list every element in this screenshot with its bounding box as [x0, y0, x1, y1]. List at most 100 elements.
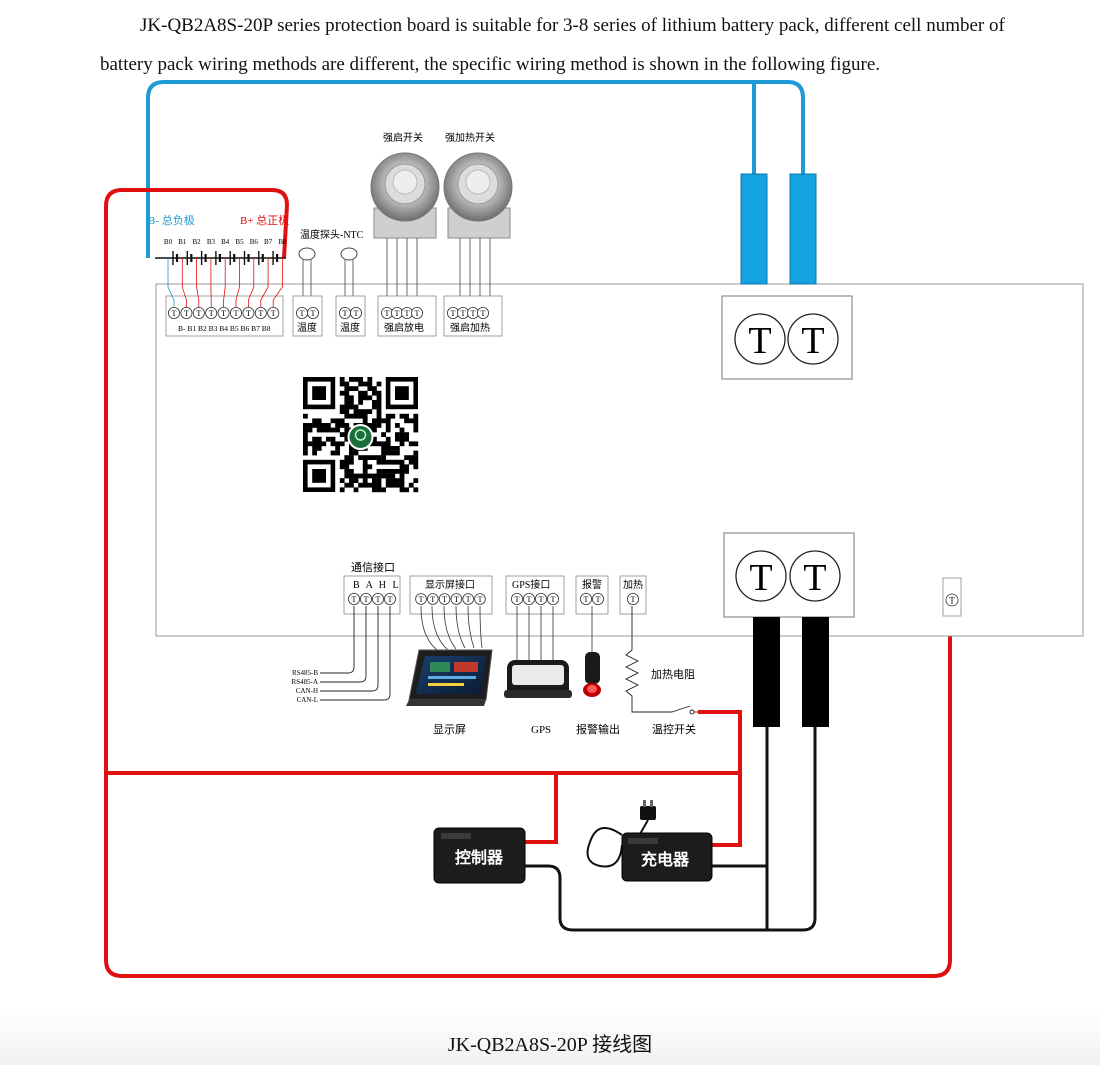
terminal-screw: T — [476, 306, 489, 319]
terminal-screw: T — [462, 593, 475, 605]
terminal-screw: T — [510, 593, 523, 606]
svg-text:T: T — [539, 595, 544, 604]
alarm-device: 报警输出 — [576, 606, 620, 736]
gps-port-title: GPS接口 — [512, 578, 550, 591]
svg-text:T: T — [515, 595, 520, 604]
svg-text:T: T — [949, 596, 955, 606]
svg-text:T: T — [376, 595, 381, 604]
heating-resistor-label: 加热电阻 — [651, 668, 695, 681]
force-start-switch: 强启开关 — [370, 131, 440, 298]
battery-positive-label: B+ 总正极 — [240, 213, 289, 227]
terminal-screw: T — [306, 306, 319, 319]
svg-text:T: T — [551, 595, 556, 604]
load-bus-bar-1 — [753, 617, 780, 727]
terminal-glyph: T — [803, 557, 826, 599]
force-heat-switch-label: 强加热开关 — [445, 131, 495, 144]
svg-text:T: T — [352, 595, 357, 604]
terminal-screw: T — [446, 306, 459, 319]
svg-text:T: T — [454, 595, 459, 604]
blue-negative-wire — [146, 80, 805, 258]
svg-text:T: T — [258, 309, 263, 318]
terminal-screw: T — [438, 593, 451, 605]
svg-text:T: T — [385, 309, 390, 318]
terminal-p-minus-2 — [789, 550, 841, 602]
svg-text:T: T — [221, 309, 226, 318]
terminal-screw: T — [359, 593, 372, 606]
intro-paragraph: JK-QB2A8S-20P series protection board is… — [100, 6, 1060, 84]
gps-label: GPS — [531, 724, 551, 736]
svg-text:T: T — [196, 309, 201, 318]
svg-text:T: T — [271, 309, 276, 318]
svg-text:T: T — [481, 309, 486, 318]
svg-text:T: T — [451, 309, 456, 318]
can-h-label: CAN-H — [296, 687, 318, 695]
svg-text:T: T — [343, 309, 348, 318]
terminal-screw: T — [474, 593, 486, 605]
bottom-power-terminals: T T — [723, 532, 855, 727]
tap-label: B3 — [207, 238, 216, 246]
terminal-screw: T — [415, 593, 427, 605]
tap-label: B6 — [250, 238, 259, 246]
svg-text:T: T — [172, 309, 177, 318]
terminal-screw: T — [383, 593, 396, 606]
svg-text:T: T — [234, 309, 239, 318]
terminal-screw: T — [229, 306, 242, 319]
svg-text:T: T — [527, 595, 532, 604]
heat-title: 加热 — [623, 578, 643, 591]
svg-text:T: T — [415, 309, 420, 318]
terminal-screw: T — [456, 306, 469, 319]
terminal-screw: T — [192, 306, 205, 319]
svg-text:T: T — [388, 595, 393, 604]
load-bus-bar-2 — [802, 617, 829, 727]
tap-label: B4 — [221, 238, 230, 246]
alarm-output-label: 报警输出 — [576, 722, 620, 736]
terminal-screw: T — [523, 593, 536, 606]
terminal-screw: T — [580, 593, 593, 606]
display-device: 显示屏 — [406, 605, 493, 736]
svg-text:T: T — [300, 309, 305, 318]
gps-device: GPS — [504, 606, 572, 736]
terminal-screw: T — [242, 306, 255, 319]
svg-text:T: T — [442, 595, 447, 604]
ntc-probe-1 — [298, 247, 316, 261]
tap-label: B5 — [235, 238, 244, 246]
terminal-screw: T — [400, 306, 413, 319]
svg-text:T: T — [311, 309, 316, 318]
display-port-title: 显示屏接口 — [425, 578, 475, 591]
negative-bus-bar-1 — [740, 173, 768, 285]
comm-port-title: 通信接口 — [351, 561, 395, 574]
svg-text:T: T — [461, 309, 466, 318]
controller-unit: 控制器 — [433, 827, 526, 884]
force-start-switch-label: 强启开关 — [383, 131, 423, 144]
terminal-glyph: T — [749, 557, 772, 599]
tap-label: B7 — [264, 238, 273, 246]
svg-text:T: T — [364, 595, 369, 604]
figure-caption: JK-QB2A8S-20P 接线图 — [447, 1034, 653, 1056]
svg-text:T: T — [584, 595, 589, 604]
black-load-wire — [525, 725, 817, 932]
terminal-glyph: T — [748, 320, 771, 362]
terminal-p-minus-1 — [735, 550, 787, 602]
terminal-screw: T — [347, 593, 360, 606]
tap-label: B1 — [178, 238, 187, 246]
charger-unit: 充电器 — [586, 800, 713, 882]
comm-pin-labels: B A H L — [353, 580, 401, 591]
force-heat-connector-label: 强启加热 — [450, 321, 490, 334]
terminal-screw: T — [217, 306, 230, 319]
rs485-b-label: RS485-B — [292, 669, 318, 677]
aux-positive-terminal: T — [942, 577, 962, 617]
battery-cells — [172, 251, 279, 265]
terminal-b-minus-1 — [734, 313, 786, 365]
terminal-screw: T — [627, 593, 640, 606]
top-power-terminals: T T — [721, 173, 853, 380]
terminal-screw: T — [426, 593, 439, 605]
terminal-screw: T — [254, 306, 267, 319]
terminal-screw: T — [205, 306, 218, 319]
force-heat-switch: 强加热开关 — [443, 131, 513, 298]
svg-text:T: T — [209, 309, 214, 318]
